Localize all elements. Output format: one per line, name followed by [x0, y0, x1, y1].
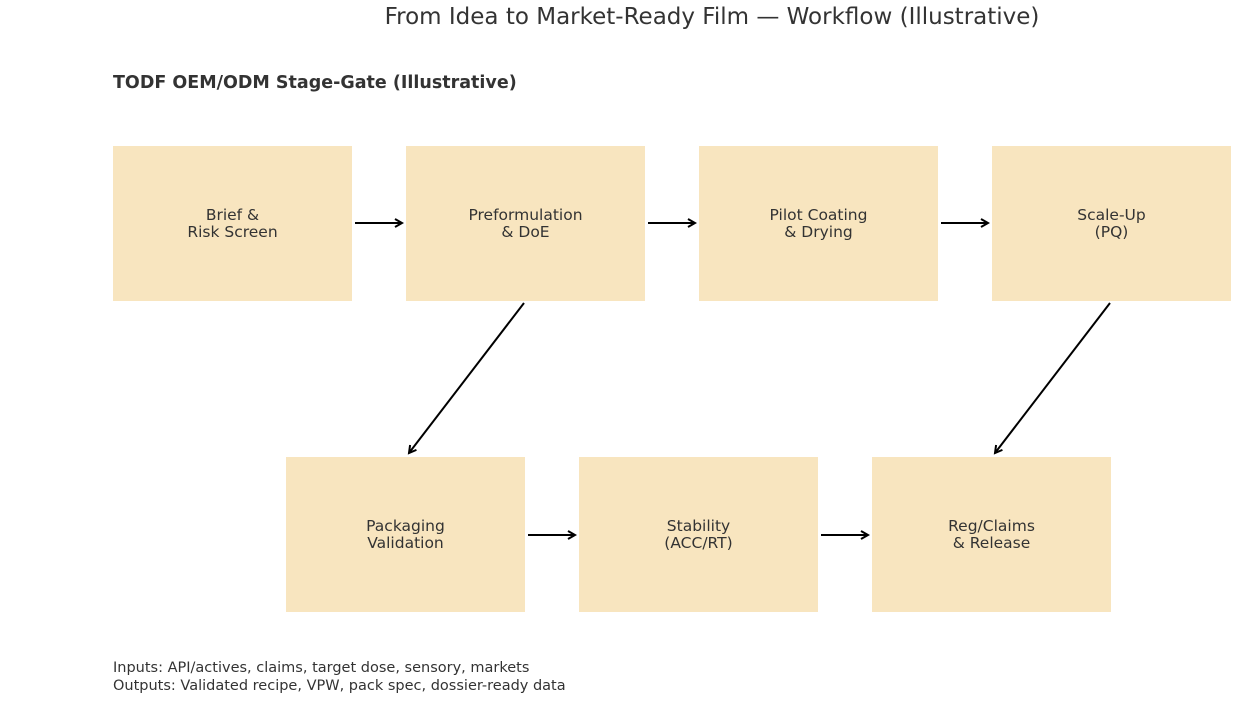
stage-label-line: Brief &: [205, 205, 260, 224]
diagram-subtitle: TODF OEM/ODM Stage-Gate (Illustrative): [113, 73, 517, 93]
arrow-preformulation-to-packaging: [409, 302, 525, 453]
stage-box-stability-acc-rt: Stability (ACC/RT): [579, 457, 818, 612]
stage-label-line: & Drying: [784, 222, 853, 241]
stage-label-line: & Release: [952, 533, 1031, 552]
stage-box-scale-up-pq: Scale-Up (PQ): [992, 146, 1231, 301]
stage-box-brief-risk-screen: Brief & Risk Screen: [113, 146, 352, 301]
stage-label-line: Risk Screen: [187, 222, 278, 241]
stage-label-line: Preformulation: [468, 205, 583, 224]
stage-label-line: Pilot Coating: [769, 205, 868, 224]
arrow-scaleup-to-reg-claims: [995, 302, 1111, 453]
stage-box-packaging-validation: Packaging Validation: [286, 457, 525, 612]
diagram-title: From Idea to Market-Ready Film — Workflo…: [384, 4, 1040, 30]
stage-label-line: Validation: [367, 533, 444, 552]
outputs-note: Outputs: Validated recipe, VPW, pack spe…: [113, 677, 566, 694]
stage-box-reg-claims-release: Reg/Claims & Release: [872, 457, 1111, 612]
stage-label-line: Reg/Claims: [948, 516, 1035, 535]
stage-label-line: Scale-Up: [1077, 205, 1146, 224]
stage-box-preformulation-doe: Preformulation & DoE: [406, 146, 645, 301]
stage-box-pilot-coating-drying: Pilot Coating & Drying: [699, 146, 938, 301]
stage-label-line: Packaging: [366, 516, 445, 535]
stage-label-line: (ACC/RT): [664, 533, 733, 552]
io-notes: Inputs: API/actives, claims, target dose…: [113, 660, 566, 695]
stage-label-line: Stability: [666, 516, 731, 535]
stage-label-line: & DoE: [501, 222, 550, 241]
inputs-note: Inputs: API/actives, claims, target dose…: [113, 660, 530, 676]
stage-label-line: (PQ): [1094, 222, 1129, 241]
